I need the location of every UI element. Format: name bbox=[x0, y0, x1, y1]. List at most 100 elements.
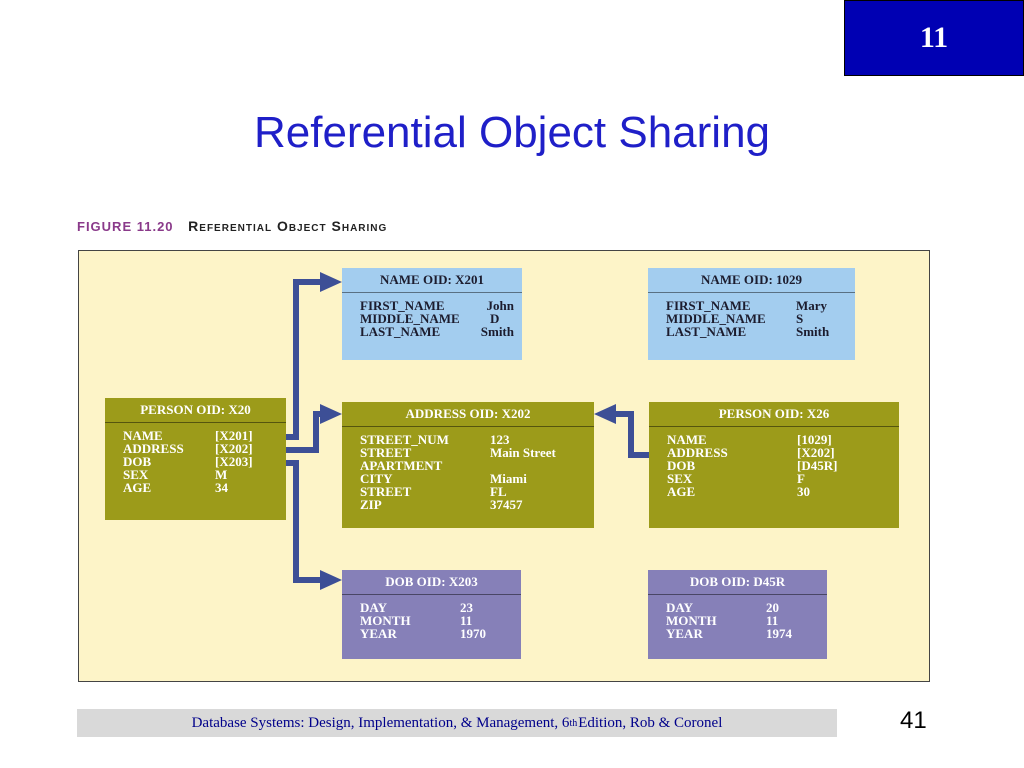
attribute-row: LAST_NAME Smith bbox=[666, 325, 847, 338]
attribute-name: MIDDLE_NAME bbox=[666, 311, 766, 326]
attribute-row: SEX M bbox=[123, 468, 278, 481]
attribute-value: [X203] bbox=[215, 454, 253, 469]
object-header: DOB OID: D45R bbox=[648, 570, 827, 595]
page-number: 41 bbox=[900, 707, 927, 734]
figure-caption: FIGURE 11.20 Referential Object Sharing bbox=[77, 218, 387, 234]
attribute-row: APARTMENT bbox=[360, 459, 586, 472]
attribute-value: [X202] bbox=[215, 441, 253, 456]
attribute-value: FL bbox=[490, 484, 507, 499]
attribute-name: DAY bbox=[360, 600, 387, 615]
attribute-value: Miami bbox=[490, 471, 527, 486]
attribute-name: APARTMENT bbox=[360, 458, 443, 473]
attribute-value: S bbox=[796, 311, 804, 326]
attribute-value: 23 bbox=[460, 600, 473, 615]
attribute-row: YEAR 1974 bbox=[666, 627, 819, 640]
figure-caption-text: Referential Object Sharing bbox=[188, 218, 388, 234]
object-header: ADDRESS OID: X202 bbox=[342, 402, 594, 427]
attribute-row: ZIP 37457 bbox=[360, 498, 586, 511]
attribute-name: YEAR bbox=[666, 626, 703, 641]
figure-number: FIGURE 11.20 bbox=[77, 219, 174, 234]
attribute-value: 11 bbox=[766, 613, 779, 628]
attribute-value: F bbox=[797, 471, 805, 486]
attribute-row: STREET_NUM 123 bbox=[360, 433, 586, 446]
attribute-value: 11 bbox=[460, 613, 473, 628]
slide-title: Referential Object Sharing bbox=[253, 108, 771, 157]
object-address-x202: ADDRESS OID: X202 STREET_NUM 123 STREET Ma… bbox=[342, 402, 594, 528]
attribute-name: MONTH bbox=[360, 613, 411, 628]
attribute-row: SEX F bbox=[667, 472, 891, 485]
attribute-row: DOB[D45R] bbox=[667, 459, 891, 472]
attribute-name: DAY bbox=[666, 600, 693, 615]
attribute-row: LAST_NAME Smith bbox=[360, 325, 514, 338]
attribute-value: [1029] bbox=[797, 432, 832, 447]
attribute-value: 123 bbox=[490, 432, 510, 447]
object-header: NAME OID: X201 bbox=[342, 268, 522, 293]
attribute-value: 1970 bbox=[460, 626, 486, 641]
object-header: DOB OID: X203 bbox=[342, 570, 521, 595]
object-dob-x203: DOB OID: X203 DAY 23 MONTH 11 YEAR 1970 bbox=[342, 570, 521, 659]
attribute-row: FIRST_NAME Mary bbox=[666, 299, 847, 312]
attribute-value: 37457 bbox=[490, 497, 523, 512]
attribute-value: M bbox=[215, 467, 228, 482]
object-name-1029: NAME OID: 1029 FIRST_NAME Mary MIDDLE_NAM… bbox=[648, 268, 855, 360]
attribute-row: ADDRESS [X202] bbox=[667, 446, 891, 459]
attribute-value: Main Street bbox=[490, 445, 556, 460]
footer-citation: Database Systems: Design, Implementation… bbox=[77, 709, 837, 737]
attribute-value: 1974 bbox=[766, 626, 792, 641]
attribute-row: NAME [X201] bbox=[123, 429, 278, 442]
object-header: PERSON OID: X26 bbox=[649, 402, 899, 427]
attribute-name: FIRST_NAME bbox=[666, 298, 751, 313]
attribute-value: Smith bbox=[480, 324, 514, 339]
attribute-name: AGE bbox=[667, 484, 696, 499]
attribute-row: DAY 23 bbox=[360, 601, 513, 614]
attribute-value: D bbox=[490, 311, 500, 326]
attribute-row: STREET Main Street bbox=[360, 446, 586, 459]
attribute-name: LAST_NAME bbox=[360, 324, 441, 339]
attribute-name: YEAR bbox=[360, 626, 397, 641]
attribute-name: DOB bbox=[123, 454, 152, 469]
attribute-row: AGE 34 bbox=[123, 481, 278, 494]
attribute-value: [X202] bbox=[797, 445, 835, 460]
attribute-name: CITY bbox=[360, 471, 393, 486]
object-person-x20: PERSON OID: X20 NAME [X201] ADDRESS [X202]… bbox=[105, 398, 286, 520]
attribute-name: ADDRESS bbox=[667, 445, 728, 460]
attribute-name: STREET bbox=[360, 445, 412, 460]
attribute-name: MIDDLE_NAME bbox=[360, 311, 460, 326]
chapter-badge: 11 bbox=[844, 0, 1024, 76]
attribute-value: Mary bbox=[796, 298, 828, 313]
attribute-row: MIDDLE_NAME D bbox=[360, 312, 514, 325]
attribute-value: Smith bbox=[796, 324, 830, 339]
attribute-name: SEX bbox=[667, 471, 693, 486]
attribute-name: NAME bbox=[123, 428, 163, 443]
attribute-row: YEAR 1970 bbox=[360, 627, 513, 640]
attribute-name: DOB bbox=[667, 458, 696, 473]
attribute-name: AGE bbox=[123, 480, 152, 495]
footer-text: Database Systems: Design, Implementation… bbox=[191, 714, 570, 731]
object-header: PERSON OID: X20 bbox=[105, 398, 286, 423]
footer-text-end: Edition, Rob & Coronel bbox=[578, 714, 723, 731]
attribute-name: STREET_NUM bbox=[360, 432, 449, 447]
attribute-name: ADDRESS bbox=[123, 441, 184, 456]
attribute-row: CITY Miami bbox=[360, 472, 586, 485]
attribute-name: LAST_NAME bbox=[666, 324, 747, 339]
attribute-name: STREET bbox=[360, 484, 412, 499]
attribute-name: ZIP bbox=[360, 497, 382, 512]
attribute-row: AGE 30 bbox=[667, 485, 891, 498]
attribute-row: DOB [X203] bbox=[123, 455, 278, 468]
object-header: NAME OID: 1029 bbox=[648, 268, 855, 293]
attribute-value: 30 bbox=[797, 484, 810, 499]
attribute-row: NAME[1029] bbox=[667, 433, 891, 446]
attribute-name: SEX bbox=[123, 467, 149, 482]
attribute-value: 34 bbox=[215, 480, 228, 495]
object-person-x26: PERSON OID: X26 NAME[1029] ADDRESS [X202]… bbox=[649, 402, 899, 528]
chapter-number: 11 bbox=[919, 21, 949, 54]
attribute-value: [X201] bbox=[215, 428, 253, 443]
attribute-row: STREET FL bbox=[360, 485, 586, 498]
attribute-value: John bbox=[486, 298, 514, 313]
attribute-row: MIDDLE_NAME S bbox=[666, 312, 847, 325]
